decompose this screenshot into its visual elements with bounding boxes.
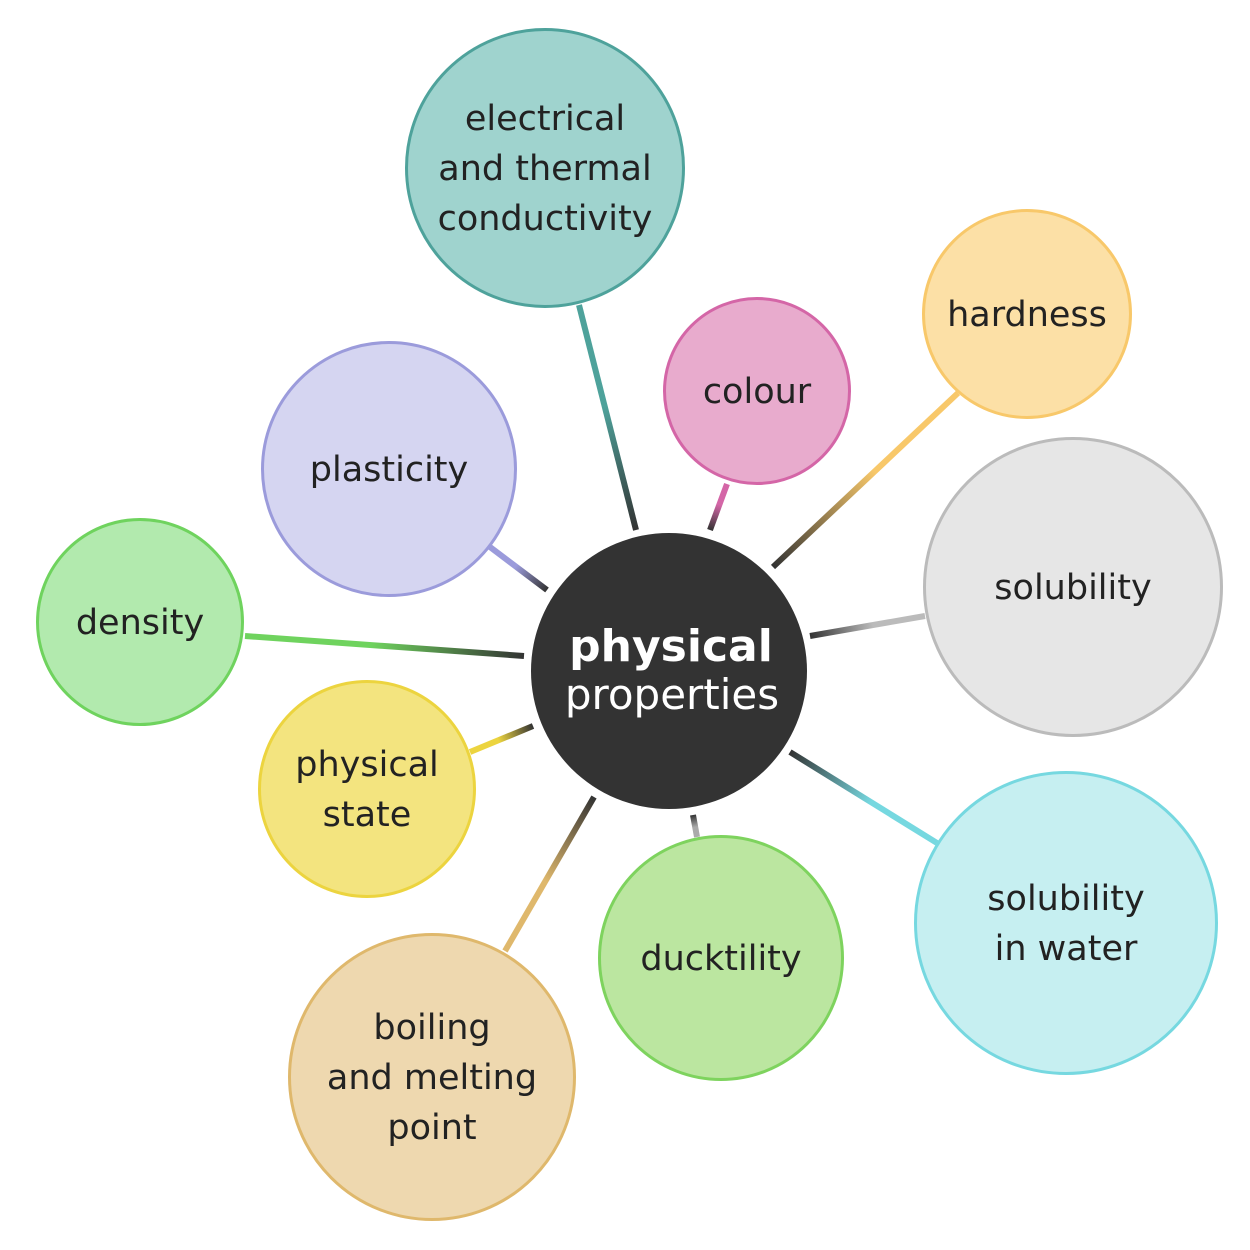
center-title-line1: physical	[569, 621, 773, 672]
node-ducktility: ducktility	[598, 835, 844, 1081]
connector-electrical	[576, 304, 639, 531]
property-nodes: electrical and thermal conductivity colour h…	[36, 28, 1223, 1221]
node-label-solubility: solubility	[994, 568, 1151, 608]
node-label-density: density	[76, 603, 204, 643]
center-node: physical properties	[531, 533, 807, 809]
node-circle-ducktility	[598, 835, 844, 1081]
node-label-physical-state: physical	[295, 745, 439, 785]
node-physical-state: physical state	[258, 680, 476, 898]
connector-solubility	[809, 613, 926, 639]
node-label-boiling: boiling	[373, 1008, 490, 1048]
connector-physical-state	[468, 723, 535, 755]
node-circle-solubility-water	[914, 771, 1218, 1075]
node-circle-density	[36, 518, 244, 726]
connector-hardness	[770, 390, 961, 570]
node-solubility-water: solubility in water	[914, 771, 1218, 1075]
node-circle-boiling	[288, 933, 576, 1221]
node-label-physical-state: state	[323, 795, 412, 835]
connector-solubility-water	[788, 749, 939, 846]
node-boiling: boiling and melting point	[288, 933, 576, 1221]
node-solubility: solubility	[923, 437, 1223, 737]
node-circle-plasticity	[261, 341, 517, 597]
connector-boiling	[502, 795, 597, 953]
connector-lines	[244, 304, 961, 953]
connector-plasticity	[488, 544, 549, 593]
connector-colour	[707, 482, 730, 532]
node-circle-electrical	[405, 28, 685, 308]
node-electrical: electrical and thermal conductivity	[405, 28, 685, 308]
node-label-colour: colour	[703, 372, 812, 412]
node-label-plasticity: plasticity	[310, 450, 468, 490]
node-circle-hardness	[922, 209, 1132, 419]
center-title-line2: properties	[565, 670, 779, 719]
node-circle-solubility	[923, 437, 1223, 737]
node-plasticity: plasticity	[261, 341, 517, 597]
node-label-solubility-water: in water	[995, 929, 1138, 969]
center-circle	[531, 533, 807, 809]
connector-density	[244, 633, 525, 659]
node-label-ducktility: ducktility	[640, 939, 801, 979]
node-label-hardness: hardness	[947, 295, 1107, 335]
node-circle-physical-state	[258, 680, 476, 898]
node-label-electrical: electrical	[465, 99, 625, 139]
node-label-solubility-water: solubility	[987, 879, 1144, 919]
node-label-boiling: and melting	[327, 1058, 537, 1098]
node-label-electrical: conductivity	[438, 199, 653, 239]
node-label-boiling: point	[387, 1108, 476, 1148]
node-label-electrical: and thermal	[438, 149, 651, 189]
node-colour: colour	[663, 297, 851, 485]
node-circle-colour	[663, 297, 851, 485]
node-hardness: hardness	[922, 209, 1132, 419]
node-density: density	[36, 518, 244, 726]
connector-ducktility	[690, 814, 700, 838]
